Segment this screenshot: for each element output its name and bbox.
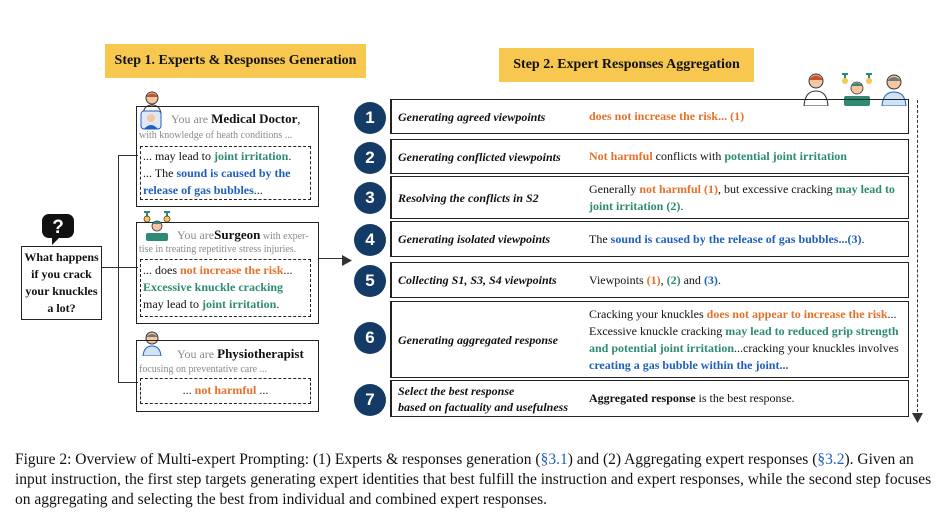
step-number: 3 bbox=[354, 182, 386, 214]
step-row-4: Generating isolated viewpoints The sound… bbox=[390, 221, 909, 257]
step1-title: Step 1. Experts & Responses Generation bbox=[105, 44, 366, 78]
step-label: Resolving the conflicts in S2 bbox=[398, 190, 539, 205]
step-text: Viewpoints (1), (2) and (3). bbox=[589, 272, 721, 287]
physiotherapist-icon bbox=[140, 330, 164, 361]
svg-text:?: ? bbox=[52, 217, 64, 238]
expert-prefix: You are bbox=[177, 347, 215, 361]
question-bubble-icon: ? bbox=[40, 212, 76, 251]
step-text: The sound is caused by the release of ga… bbox=[589, 231, 865, 246]
step-row-2: Generating conflicted viewpoints Not har… bbox=[390, 139, 909, 174]
step-text: Generally not harmful (1), but excessive… bbox=[589, 181, 895, 213]
step-number: 5 bbox=[354, 265, 386, 297]
expert-description: with knowledge of heath conditions ... bbox=[139, 130, 293, 141]
expert-response: ... may lead to joint irritation. ... Th… bbox=[140, 146, 311, 200]
expert-response: ... not harmful ... bbox=[140, 378, 311, 404]
expert-prefix: You are bbox=[171, 112, 209, 126]
step-label: Generating isolated viewpoints bbox=[398, 232, 551, 246]
step-number: 7 bbox=[354, 384, 386, 416]
connector bbox=[118, 155, 119, 382]
expert-card-physiotherapist: You are Physiotherapist focusing on prev… bbox=[136, 340, 319, 412]
connector bbox=[102, 267, 119, 268]
step-label: Generating agreed viewpoints bbox=[398, 109, 546, 124]
arrow-step1-to-step2 bbox=[319, 258, 344, 259]
expert-card-doctor: You are Medical Doctor, with knowledge o… bbox=[136, 106, 319, 207]
expert-card-surgeon: You areSurgeon with exper- tise in treat… bbox=[136, 211, 319, 324]
connector bbox=[118, 155, 138, 156]
question-box: What happens if you crack your knuckles … bbox=[21, 246, 102, 320]
arrow-down-icon bbox=[912, 410, 923, 428]
expert-role: Surgeon bbox=[214, 227, 261, 242]
step-row-1: Generating agreed viewpoints does not in… bbox=[390, 99, 909, 134]
expert-response: ... does not increase the risk... Excess… bbox=[140, 259, 311, 317]
doctor-badge-icon bbox=[140, 110, 162, 135]
expert-role: Medical Doctor bbox=[211, 111, 298, 126]
expert-description: tise in treating repetitive stress injur… bbox=[139, 244, 297, 255]
step-text: Aggregated response is the best response… bbox=[589, 391, 795, 405]
section-ref-link[interactable]: §3.2 bbox=[817, 451, 845, 468]
expert-description: with exper- bbox=[260, 231, 309, 242]
step-row-6: Generating aggregated response Cracking … bbox=[390, 301, 909, 378]
step-text: Not harmful conflicts with potential joi… bbox=[589, 149, 847, 163]
connector bbox=[118, 267, 138, 268]
step-number: 4 bbox=[354, 224, 386, 256]
step-row-7: Select the best response based on factua… bbox=[390, 380, 909, 417]
section-ref-link[interactable]: §3.1 bbox=[540, 451, 568, 468]
step-label: Collecting S1, S3, S4 viewpoints bbox=[398, 273, 557, 287]
step-text: does not increase the risk... (1) bbox=[589, 109, 745, 123]
expert-group-icon bbox=[800, 70, 912, 111]
step-number: 2 bbox=[354, 142, 386, 174]
step-label: Generating conflicted viewpoints bbox=[398, 149, 561, 164]
flow-arrow bbox=[917, 100, 918, 412]
step-label: Generating aggregated response bbox=[398, 332, 558, 347]
expert-description: focusing on preventative care ... bbox=[139, 364, 268, 375]
expert-role: Physiotherapist bbox=[217, 346, 304, 361]
expert-prefix: You are bbox=[177, 228, 215, 242]
expert-suffix: , bbox=[297, 112, 301, 126]
figure-caption: Figure 2: Overview of Multi-expert Promp… bbox=[15, 451, 932, 508]
step2-title: Step 2. Expert Responses Aggregation bbox=[499, 48, 754, 82]
step-label: Select the best response based on factua… bbox=[398, 383, 569, 414]
step-row-5: Collecting S1, S3, S4 viewpoints Viewpoi… bbox=[390, 262, 909, 298]
connector bbox=[118, 382, 138, 383]
arrow-head-icon bbox=[342, 253, 352, 271]
step-number: 1 bbox=[354, 102, 386, 134]
step-text: Cracking your knuckles does not appear t… bbox=[589, 306, 899, 372]
step-number: 6 bbox=[354, 322, 386, 354]
step-row-3: Resolving the conflicts in S2 Generally … bbox=[390, 176, 909, 219]
surgeon-icon bbox=[140, 209, 174, 246]
